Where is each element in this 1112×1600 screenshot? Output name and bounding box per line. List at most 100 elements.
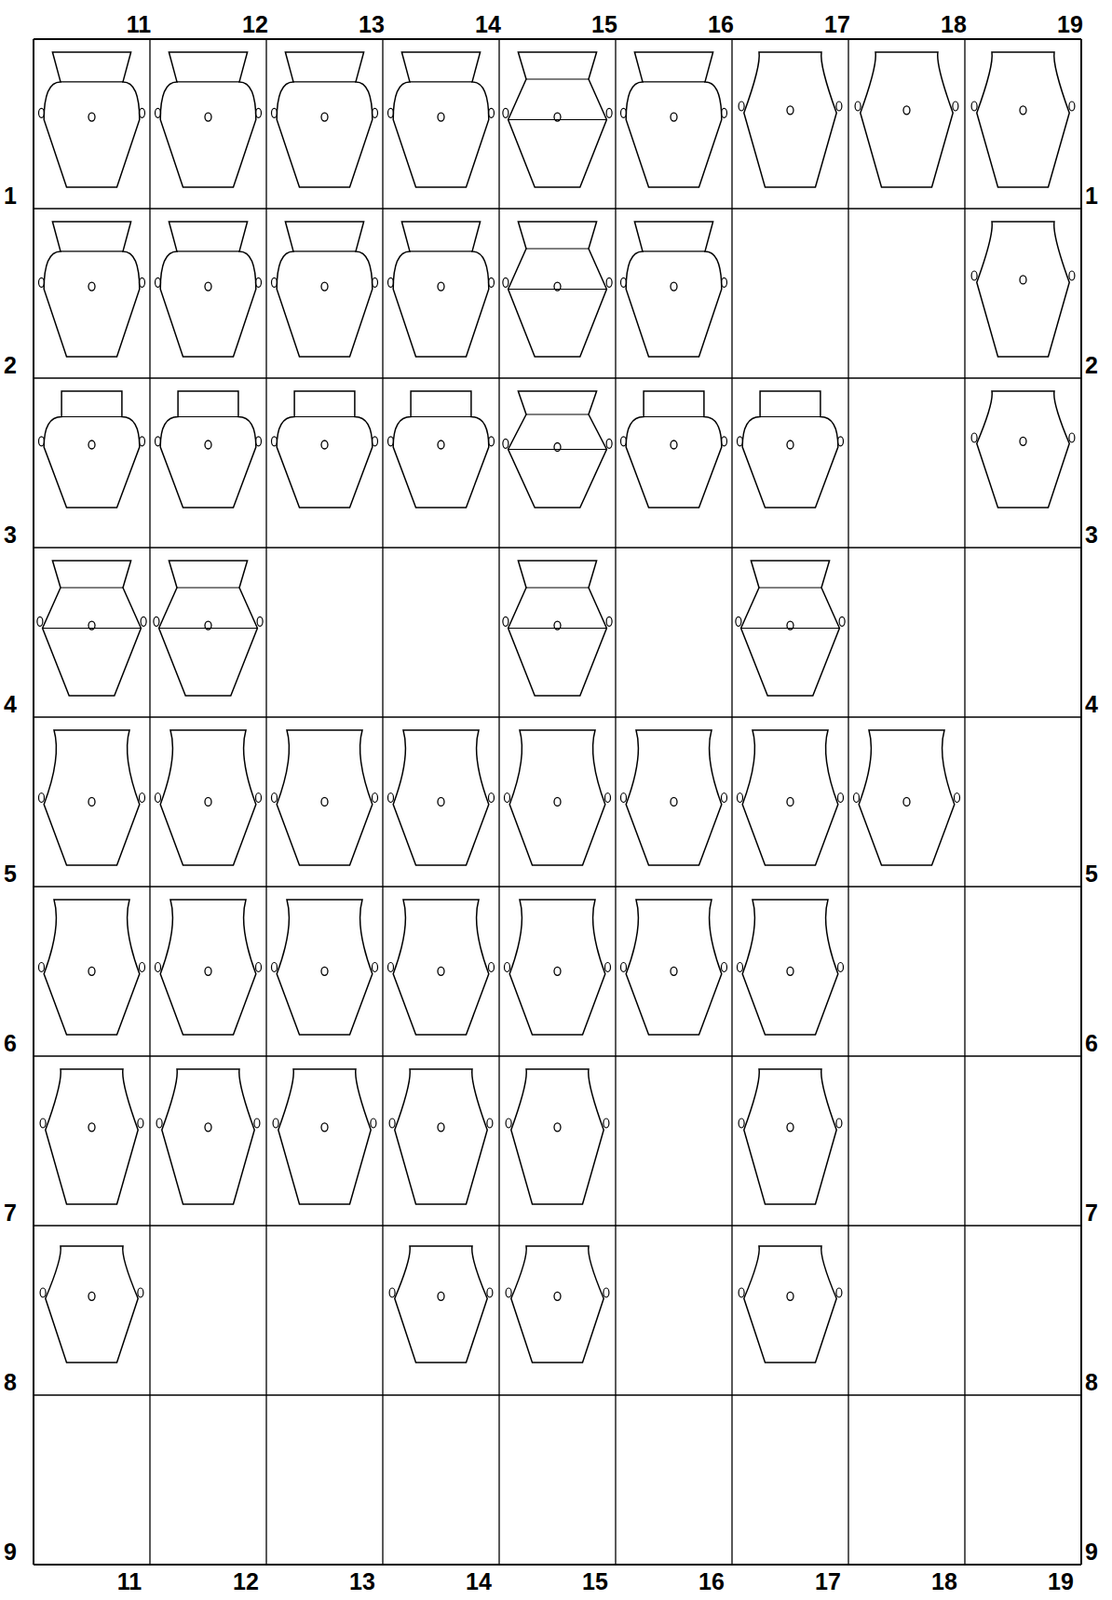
- column-number: 18: [931, 1570, 958, 1594]
- boss: [786, 797, 794, 806]
- boss: [670, 112, 678, 122]
- vessel-outline: [625, 221, 722, 357]
- column-number: 14: [465, 1570, 492, 1594]
- neck-line: [409, 81, 473, 82]
- row-number: 6: [1084, 1031, 1099, 1056]
- neck-line: [293, 81, 356, 82]
- lug: [488, 108, 495, 118]
- vessel-outline: [393, 899, 489, 1035]
- neck-line: [176, 586, 240, 588]
- neck-line: [60, 586, 123, 588]
- carination-line: [508, 119, 608, 121]
- neck-line: [643, 416, 705, 418]
- vessel-outline: [276, 52, 373, 188]
- lug: [854, 101, 861, 111]
- boss: [670, 282, 678, 291]
- vessel-outline: [393, 391, 489, 508]
- lug: [372, 962, 379, 973]
- lug: [372, 436, 379, 447]
- lug: [621, 962, 627, 973]
- boss: [88, 1123, 95, 1132]
- lug: [389, 1118, 395, 1128]
- lug: [735, 616, 742, 626]
- column-number: 18: [940, 13, 967, 37]
- boss: [554, 621, 561, 630]
- lug: [952, 101, 959, 111]
- neck-line: [60, 250, 123, 252]
- vessel-outline: [393, 52, 489, 188]
- boss: [437, 966, 445, 976]
- lug: [271, 277, 278, 287]
- lug: [502, 438, 509, 448]
- neck-line: [177, 416, 239, 418]
- lug: [721, 962, 728, 973]
- lug: [388, 277, 394, 287]
- boss: [88, 621, 95, 630]
- column-number: 12: [242, 13, 269, 37]
- grid-line: [614, 39, 616, 1565]
- vessel-outline: [43, 52, 140, 188]
- column-number: 15: [582, 1570, 609, 1594]
- boss: [554, 282, 561, 291]
- lug: [605, 793, 611, 803]
- boss: [88, 440, 95, 449]
- boss: [204, 966, 212, 976]
- column-number: 19: [1047, 1570, 1074, 1594]
- grid-line: [33, 1224, 1082, 1226]
- boss: [437, 1291, 445, 1301]
- row-number: 4: [1084, 692, 1099, 717]
- neck-line: [176, 81, 240, 82]
- vessel-outline: [625, 899, 722, 1035]
- lug: [139, 108, 146, 118]
- column-number: 12: [232, 1570, 259, 1594]
- lug: [388, 793, 394, 803]
- lug: [971, 101, 977, 111]
- lug: [487, 1288, 493, 1298]
- neck-line: [526, 78, 589, 80]
- boss: [437, 1123, 445, 1132]
- carination-line: [42, 627, 142, 629]
- lug: [606, 438, 612, 448]
- vessel-outline: [976, 391, 1070, 508]
- lug: [606, 277, 612, 287]
- grid-line: [498, 39, 500, 1565]
- column-number: 13: [349, 1570, 376, 1594]
- lug: [372, 277, 379, 287]
- vessel-outline: [43, 391, 140, 508]
- column-number: 19: [1057, 13, 1084, 37]
- carination-line: [508, 448, 608, 450]
- boss: [321, 966, 328, 976]
- vessel-outline: [508, 391, 608, 508]
- lug: [502, 108, 509, 118]
- vessel-outline: [160, 221, 257, 357]
- column-number: 11: [117, 1570, 142, 1594]
- column-number: 15: [591, 13, 618, 37]
- lug: [621, 108, 627, 118]
- boss: [554, 1123, 561, 1132]
- vessel-outline: [160, 899, 257, 1035]
- lug: [39, 277, 45, 287]
- lug: [838, 436, 844, 447]
- lug: [738, 101, 745, 111]
- grid-line: [33, 885, 1082, 887]
- lug: [971, 271, 977, 281]
- grid-line: [33, 38, 1082, 41]
- row-number: 7: [3, 1201, 17, 1225]
- lug: [271, 793, 278, 803]
- vessel-outline: [744, 1069, 837, 1205]
- lug: [388, 108, 394, 118]
- lug: [738, 1118, 745, 1128]
- lug: [137, 1288, 144, 1298]
- lug: [39, 793, 45, 803]
- row-number: 9: [1084, 1540, 1099, 1564]
- row-number: 4: [3, 692, 17, 717]
- row-number: 1: [1084, 184, 1099, 208]
- boss: [1019, 275, 1027, 285]
- grid-line: [847, 39, 849, 1565]
- vessel-outline: [509, 899, 606, 1035]
- column-number: 13: [358, 13, 385, 37]
- grid-line: [33, 546, 1082, 548]
- grid-line: [32, 39, 35, 1565]
- lug: [256, 962, 262, 973]
